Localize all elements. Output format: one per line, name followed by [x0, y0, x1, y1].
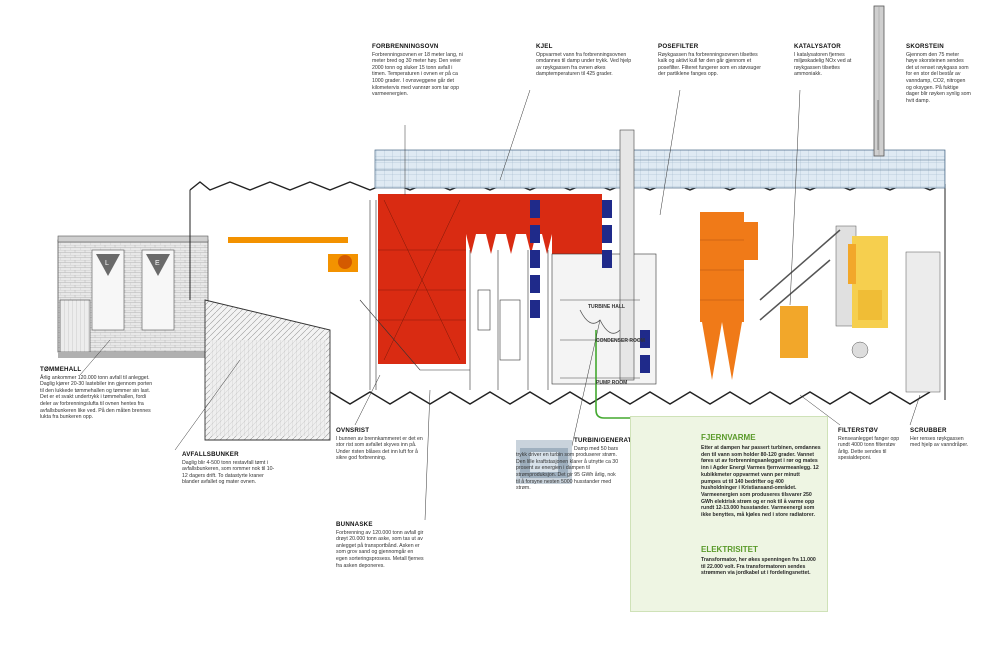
- label-skorstein-title: SKORSTEIN: [906, 43, 944, 50]
- boiler-structure: [359, 200, 549, 390]
- label-skorstein-text: Gjennom den 75 meter høye skorsteinen se…: [906, 51, 971, 104]
- energy-output-panel: FJERNVARME Etter at dampen har passert t…: [630, 416, 828, 612]
- tipping-hall-building: L E: [57, 235, 209, 358]
- label-scrubber: SCRUBBER Her renses røykgassen med hjelp…: [910, 427, 972, 449]
- label-turbin-text: Damp med 50 bars trykk driver en turbin …: [516, 445, 619, 492]
- label-skorstein: SKORSTEIN Gjennom den 75 meter høye skor…: [906, 43, 972, 104]
- waste-bunker: [204, 237, 358, 441]
- label-katalysator: KATALYSATOR I katalysatoren fjernes milj…: [794, 43, 860, 78]
- svg-text:L: L: [105, 260, 109, 267]
- label-forbrenningsovn-title: FORBRENNINGSOVN: [372, 43, 439, 50]
- label-bunnaske-text: Forbrenning av 120.000 tonn avfall gir d…: [336, 529, 424, 569]
- label-filterstov-text: Renseanlegget fanger opp rundt 4000 tonn…: [838, 435, 900, 462]
- label-scrubber-text: Her renses røykgassen med hjelp av vannd…: [910, 435, 969, 449]
- label-ovnsrist: OVNSRIST I bunnen av brennkammeret er de…: [336, 427, 424, 462]
- elektrisitet-title: ELEKTRISITET: [701, 545, 758, 554]
- label-turbin-title: TURBIN/GENERATOR: [574, 437, 642, 444]
- label-avfallsbunker-text: Daglig blir 4-500 tonn restavfall tømt i…: [182, 459, 275, 486]
- fjernvarme-text: Etter at dampen har passert turbinen, om…: [701, 445, 821, 519]
- chimney: [873, 5, 885, 157]
- turbine-hall: [530, 129, 657, 385]
- svg-text:E: E: [155, 260, 160, 267]
- label-tommehall: TØMMEHALL Årlig ankommer 120.000 tonn av…: [40, 366, 154, 421]
- label-tommehall-title: TØMMEHALL: [40, 366, 82, 373]
- fjernvarme-title: FJERNVARME: [701, 433, 756, 442]
- label-turbin: TURBIN/GENERATOR Damp med 50 bars trykk …: [516, 437, 642, 492]
- label-kjel-title: KJEL: [536, 43, 553, 50]
- label-filterstov: FILTERSTØV Renseanlegget fanger opp rund…: [838, 427, 900, 462]
- label-posefilter-text: Røykgassen fra forbrenningsovnen tilsett…: [658, 51, 761, 78]
- leader-lines: [79, 89, 921, 521]
- label-scrubber-title: SCRUBBER: [910, 427, 947, 434]
- label-katalysator-text: I katalysatoren fjernes miljøskadelig NO…: [794, 51, 852, 78]
- label-bunnaske: BUNNASKE Forbrenning av 120.000 tonn avf…: [336, 521, 424, 569]
- label-kjel-text: Oppvarmet vann fra forbrenningsovnen omd…: [536, 51, 632, 78]
- elektrisitet-block: ELEKTRISITET: [701, 545, 821, 554]
- label-forbrenningsovn-text: Forbrenningsovnen er 18 meter lang, ni m…: [372, 51, 463, 98]
- fjernvarme-block: FJERNVARME: [701, 433, 821, 442]
- elektrisitet-text: Transformator, her økes spenningen fra 1…: [701, 557, 816, 577]
- label-filterstov-title: FILTERSTØV: [838, 427, 879, 434]
- turbine-photo: [516, 440, 572, 484]
- label-bunnaske-title: BUNNASKE: [336, 521, 373, 528]
- main-building: [189, 149, 946, 405]
- label-posefilter-title: POSEFILTER: [658, 43, 699, 50]
- room-label-turbine-hall: TURBINE HALL: [588, 304, 625, 310]
- bag-filter-orange: [700, 212, 758, 380]
- label-posefilter: POSEFILTER Røykgassen fra forbrenningsov…: [658, 43, 768, 78]
- catalyst-scrubber: [759, 225, 941, 393]
- room-label-pump-room: PUMP ROOM: [596, 380, 628, 386]
- label-ovnsrist-title: OVNSRIST: [336, 427, 370, 434]
- label-ovnsrist-text: I bunnen av brennkammeret er det en stor…: [336, 435, 423, 462]
- room-label-condenser-room: CONDENSER ROOM: [596, 338, 645, 344]
- label-avfallsbunker-title: AVFALLSBUNKER: [182, 451, 239, 458]
- label-katalysator-title: KATALYSATOR: [794, 43, 841, 50]
- label-forbrenningsovn: FORBRENNINGSOVN Forbrenningsovnen er 18 …: [372, 43, 464, 98]
- label-kjel: KJEL Oppvarmet vann fra forbrenningsovne…: [536, 43, 636, 78]
- label-tommehall-text: Årlig ankommer 120.000 tonn avfall til a…: [40, 374, 153, 421]
- label-avfallsbunker: AVFALLSBUNKER Daglig blir 4-500 tonn res…: [182, 451, 278, 486]
